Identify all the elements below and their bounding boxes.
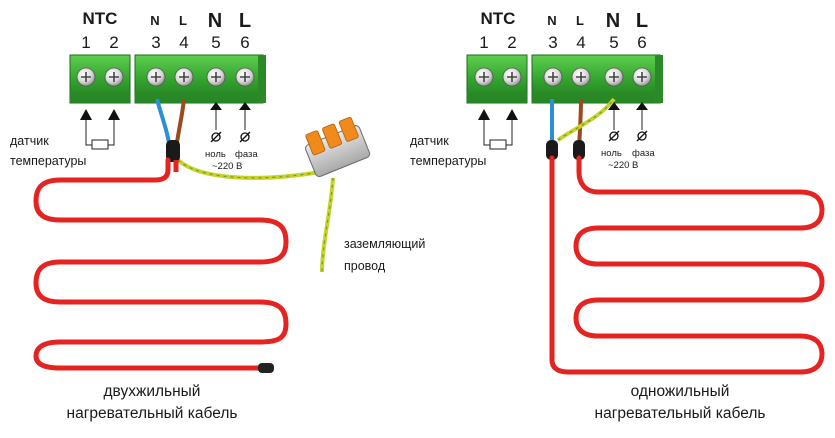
right-col-letter-4: L [576, 13, 584, 28]
left-col-number-6: 6 [240, 33, 249, 52]
left-col-letter-6: L [239, 10, 251, 32]
left-sensor-label-line2: температуры [10, 154, 86, 168]
right-sensor-connection [478, 109, 518, 150]
left-cable-junction [166, 140, 180, 162]
left-col-number-2: 2 [109, 33, 118, 52]
right-cable-junction-2 [573, 140, 585, 160]
right-sensor-resistor-icon [489, 139, 507, 150]
left-col-number-1: 1 [81, 33, 90, 52]
left-diagram: NTC N L N L 1 2 3 4 5 6 [10, 9, 425, 422]
left-screw-2-icon [104, 67, 124, 87]
left-sensor-label-line1: датчик [10, 134, 49, 148]
right-caption-line2: нагревательный кабель [595, 405, 766, 422]
left-col-letter-3: N [150, 13, 159, 28]
right-heating-cable [549, 155, 825, 375]
right-sensor-label-line1: датчик [410, 134, 449, 148]
left-supply-arrows [210, 102, 251, 143]
right-caption-line1: одножильный [631, 383, 730, 400]
left-screw-1-icon [76, 67, 96, 87]
right-screws [474, 67, 652, 87]
right-screw-3-icon [543, 67, 563, 87]
right-neutral-terminal-icon [608, 130, 620, 142]
right-phase-label: фаза [632, 148, 655, 159]
right-col-number-4: 4 [576, 33, 585, 52]
left-sensor-connection [80, 109, 120, 150]
right-col-number-1: 1 [479, 33, 488, 52]
left-cable-end-cap [258, 363, 274, 373]
left-wago-clamp-icon [305, 116, 371, 178]
right-sensor-label-line2: температуры [410, 154, 486, 168]
left-neutral-arrow-icon [210, 102, 222, 110]
right-supply-arrows [608, 102, 648, 142]
right-col-letter-5: N [606, 10, 620, 32]
right-cable-junction-1 [546, 140, 558, 160]
left-ground-label-line1: заземляющий [344, 237, 425, 251]
left-phase-label: фаза [235, 149, 258, 160]
left-screw-6-icon [235, 67, 255, 87]
left-neutral-label: ноль [205, 149, 226, 160]
right-screw-2-icon [502, 67, 522, 87]
left-neutral-terminal-icon [210, 131, 222, 143]
right-col-letter-3: N [547, 13, 556, 28]
left-sensor-resistor-icon [91, 139, 109, 150]
left-ntc-label: NTC [83, 9, 118, 28]
right-voltage-label: ~220 В [608, 160, 638, 171]
left-ground-label-line2: провод [344, 259, 386, 273]
left-sensor-arrow-1-icon [80, 109, 92, 120]
right-col-number-2: 2 [507, 33, 516, 52]
right-phase-terminal-icon [636, 130, 648, 142]
right-neutral-label: ноль [601, 148, 622, 159]
left-col-number-5: 5 [211, 33, 220, 52]
right-diagram: NTC N L N L 1 2 3 4 5 6 [410, 9, 825, 422]
left-phase-arrow-icon [239, 102, 251, 110]
right-ground-wire [556, 97, 616, 142]
left-voltage-label: ~220 В [212, 161, 242, 172]
right-col-letter-6: L [636, 10, 648, 32]
right-sensor-arrow-2-icon [506, 109, 518, 120]
left-caption-line2: нагревательный кабель [67, 405, 238, 422]
left-col-number-4: 4 [179, 33, 188, 52]
left-screw-4-icon [174, 67, 194, 87]
right-col-number-5: 5 [609, 33, 618, 52]
right-neutral-arrow-icon [608, 102, 620, 110]
left-screw-5-icon [206, 67, 226, 87]
right-screw-1-icon [474, 67, 494, 87]
left-col-letter-5: N [208, 10, 222, 32]
left-phase-terminal-icon [239, 131, 251, 143]
left-screws [76, 67, 255, 87]
left-caption-line1: двухжильный [104, 383, 201, 400]
right-screw-4-icon [571, 67, 591, 87]
left-heating-cable [33, 157, 289, 371]
right-col-number-3: 3 [548, 33, 557, 52]
right-screw-6-icon [632, 67, 652, 87]
right-screw-5-icon [604, 67, 624, 87]
left-col-letter-4: L [179, 13, 187, 28]
right-sensor-arrow-1-icon [478, 109, 490, 120]
left-sensor-arrow-2-icon [108, 109, 120, 120]
right-col-number-6: 6 [637, 33, 646, 52]
right-phase-arrow-icon [636, 102, 648, 110]
right-ntc-label: NTC [481, 9, 516, 28]
left-col-number-3: 3 [151, 33, 160, 52]
left-screw-3-icon [146, 67, 166, 87]
